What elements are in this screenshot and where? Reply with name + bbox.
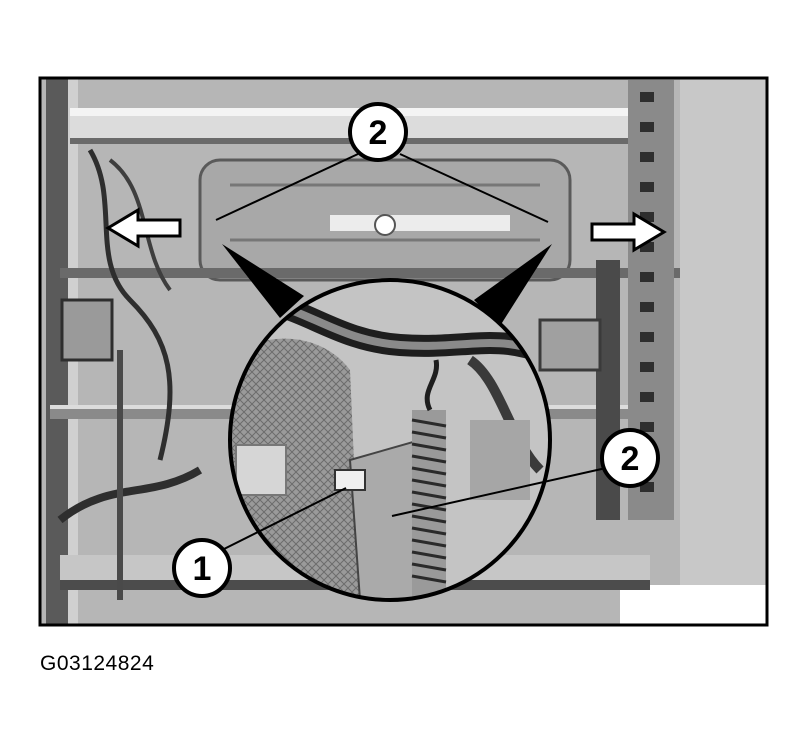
left-arrow-icon bbox=[105, 207, 182, 249]
figure-frame bbox=[38, 76, 769, 627]
callout-1: 1 bbox=[172, 538, 232, 598]
detail-magnifier bbox=[228, 278, 552, 602]
callout-2-right: 2 bbox=[600, 428, 660, 488]
callout-2-top: 2 bbox=[348, 102, 408, 162]
callout-2-right-label: 2 bbox=[621, 440, 640, 478]
right-arrow-icon bbox=[590, 211, 667, 253]
figure-code: G03124824 bbox=[40, 652, 155, 675]
magnifier-wedge-left bbox=[222, 244, 304, 318]
leader-lines bbox=[215, 153, 607, 553]
magnifier-wedge-right bbox=[474, 244, 552, 326]
callout-1-label: 1 bbox=[193, 550, 212, 588]
callout-2-top-label: 2 bbox=[369, 114, 388, 152]
